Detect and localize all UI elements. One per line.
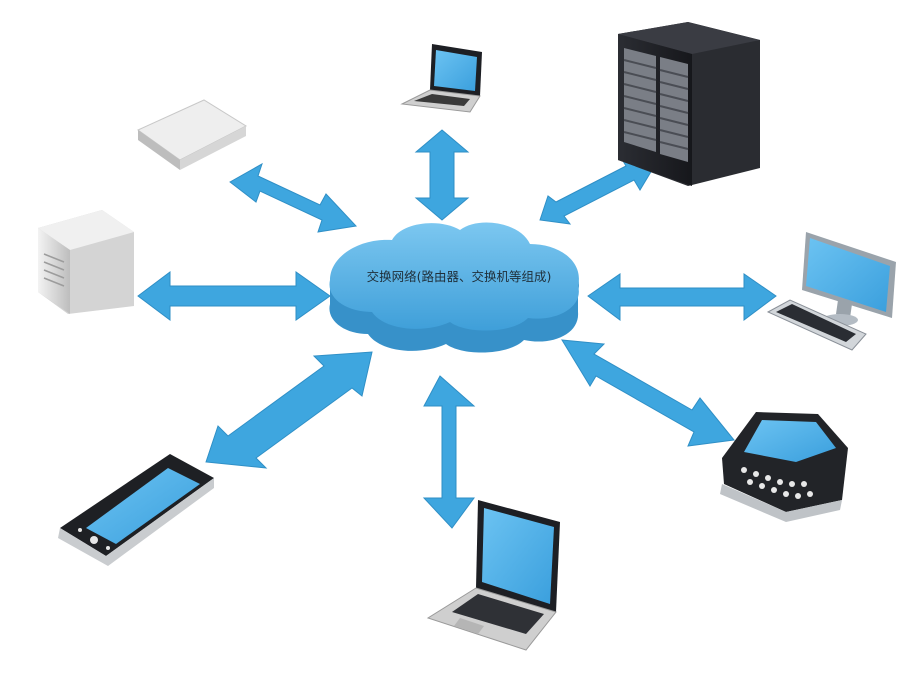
- server-rack-icon: [618, 22, 760, 186]
- smartphone-touch-icon: [58, 454, 214, 566]
- arrow-left: [138, 272, 330, 320]
- arrow-top-left: [230, 164, 356, 232]
- smartphone-keyboard-icon: [720, 412, 848, 522]
- network-box-icon: [138, 100, 246, 170]
- arrow-right: [588, 274, 776, 320]
- tower-server-icon: [38, 210, 134, 314]
- laptop-top-icon: [402, 44, 482, 112]
- network-cloud: [329, 222, 578, 352]
- arrow-bottom: [424, 376, 474, 528]
- arrow-top: [416, 130, 468, 220]
- cloud-label: 交换网络(路由器、交换机等组成): [330, 266, 588, 285]
- arrow-bottom-left: [206, 352, 372, 468]
- arrow-bottom-right: [562, 340, 734, 446]
- desktop-monitor-icon: [768, 232, 896, 350]
